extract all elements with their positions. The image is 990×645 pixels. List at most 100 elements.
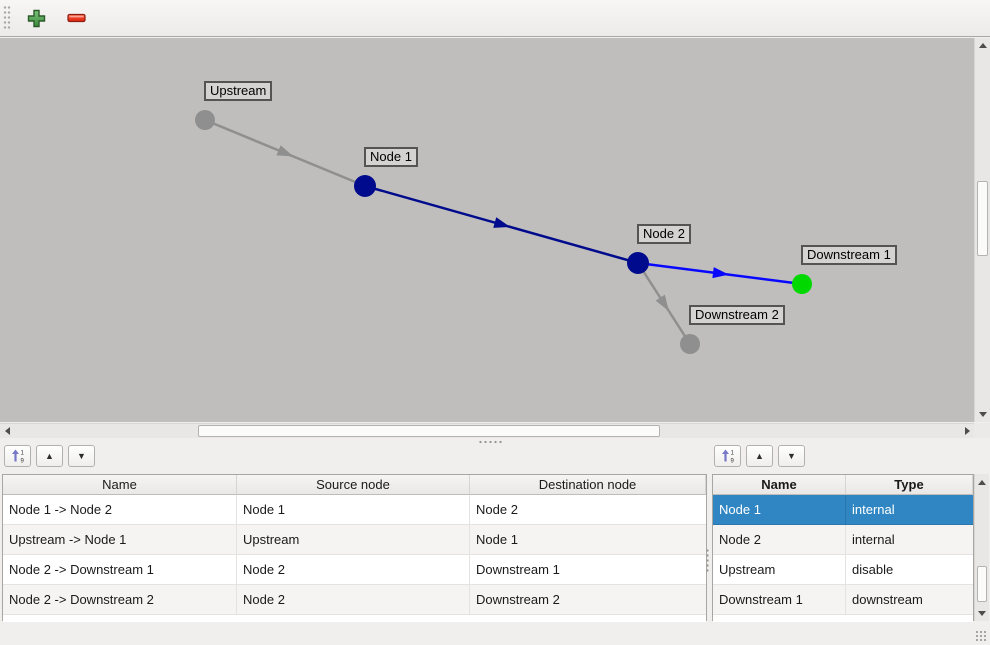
edge-arrow-icon [712,267,729,279]
edge-arrow-icon [493,217,511,228]
triangle-down-icon: ▼ [77,451,86,461]
column-header-destination-node[interactable]: Destination node [470,475,706,495]
hscroll-thumb[interactable] [198,425,660,437]
empty-row [3,615,706,622]
scroll-up-button[interactable] [975,475,989,489]
main-toolbar [0,0,990,37]
graph-svg [195,110,812,354]
cell-destination-node[interactable]: Node 1 [470,525,706,555]
graph-node-downstream-2[interactable] [680,334,700,354]
triangle-up-icon [978,479,986,485]
cell-type[interactable]: internal [846,495,973,525]
node-label-node-1[interactable]: Node 1 [364,147,418,167]
node-label-node-2[interactable]: Node 2 [637,224,691,244]
triangle-down-icon [978,610,986,616]
nodes-table-vscrollbar[interactable] [974,474,989,621]
window-resize-grip[interactable] [975,630,987,642]
cell-name[interactable]: Node 2 [713,525,846,555]
triangle-right-icon [964,427,970,435]
cell-name[interactable]: Downstream 1 [713,585,846,615]
cell-destination-node[interactable]: Downstream 1 [470,555,706,585]
cell-source-node[interactable]: Node 1 [237,495,470,525]
node-label-downstream-2[interactable]: Downstream 2 [689,305,785,325]
sort-ascending-icon: 19 [721,449,734,463]
vscroll-thumb[interactable] [977,566,987,602]
move-down-button[interactable]: ▼ [68,445,95,467]
column-header-source-node[interactable]: Source node [237,475,470,495]
minus-icon [66,13,86,23]
triangle-up-icon: ▲ [45,451,54,461]
scroll-up-button[interactable] [975,38,990,53]
move-down-button[interactable]: ▼ [778,445,805,467]
svg-text:1: 1 [730,451,734,457]
node-label-upstream[interactable]: Upstream [204,81,273,101]
edge-arrow-icon [276,145,294,157]
scroll-down-button[interactable] [975,407,990,422]
svg-text:9: 9 [20,459,24,464]
cell-name[interactable]: Node 2 -> Downstream 2 [3,585,237,615]
cell-type[interactable]: disable [846,555,973,585]
cell-name[interactable]: Upstream -> Node 1 [3,525,237,555]
node-label-downstream-1[interactable]: Downstream 1 [801,245,897,265]
graph-node-node-1[interactable] [354,175,376,197]
triangle-left-icon [4,427,10,435]
move-up-button[interactable]: ▲ [746,445,773,467]
cell-name[interactable]: Node 1 [713,495,846,525]
cell-source-node[interactable]: Upstream [237,525,470,555]
toolbar-drag-handle[interactable] [3,5,11,31]
splitter-grip-icon [478,440,504,444]
cell-type[interactable]: internal [846,525,973,555]
sort-ascending-icon: 19 [11,449,24,464]
graph-node-upstream[interactable] [195,110,215,130]
cell-name[interactable]: Upstream [713,555,846,585]
empty-row [713,615,973,622]
column-header-name[interactable]: Name [713,475,846,495]
scroll-left-button[interactable] [0,424,14,438]
cell-type[interactable]: downstream [846,585,973,615]
graph-node-node-2[interactable] [627,252,649,274]
cell-destination-node[interactable]: Node 2 [470,495,706,525]
svg-text:1: 1 [20,451,24,457]
vscroll-thumb[interactable] [977,181,988,256]
pane-splitter-horizontal[interactable] [0,438,990,445]
cell-name[interactable]: Node 2 -> Downstream 1 [3,555,237,585]
remove-button[interactable] [61,4,91,32]
cell-source-node[interactable]: Node 2 [237,555,470,585]
graph-node-downstream-1[interactable] [792,274,812,294]
canvas-vscrollbar[interactable] [974,38,990,422]
scrollbar-corner [974,423,990,438]
plus-icon [27,9,45,27]
pane-splitter-vertical[interactable] [705,548,710,572]
triangle-down-icon: ▼ [787,451,796,461]
cell-source-node[interactable]: Node 2 [237,585,470,615]
edge-arrow-icon [655,294,669,312]
move-up-button[interactable]: ▲ [36,445,63,467]
canvas-hscrollbar[interactable] [0,423,974,438]
column-header-name[interactable]: Name [3,475,237,495]
scroll-right-button[interactable] [960,424,974,438]
add-button[interactable] [21,4,51,32]
triangle-up-icon [978,43,987,48]
triangle-down-icon [978,412,987,417]
scroll-down-button[interactable] [975,606,989,620]
cell-name[interactable]: Node 1 -> Node 2 [3,495,237,525]
cell-destination-node[interactable]: Downstream 2 [470,585,706,615]
triangle-up-icon: ▲ [755,451,764,461]
column-header-type[interactable]: Type [846,475,973,495]
